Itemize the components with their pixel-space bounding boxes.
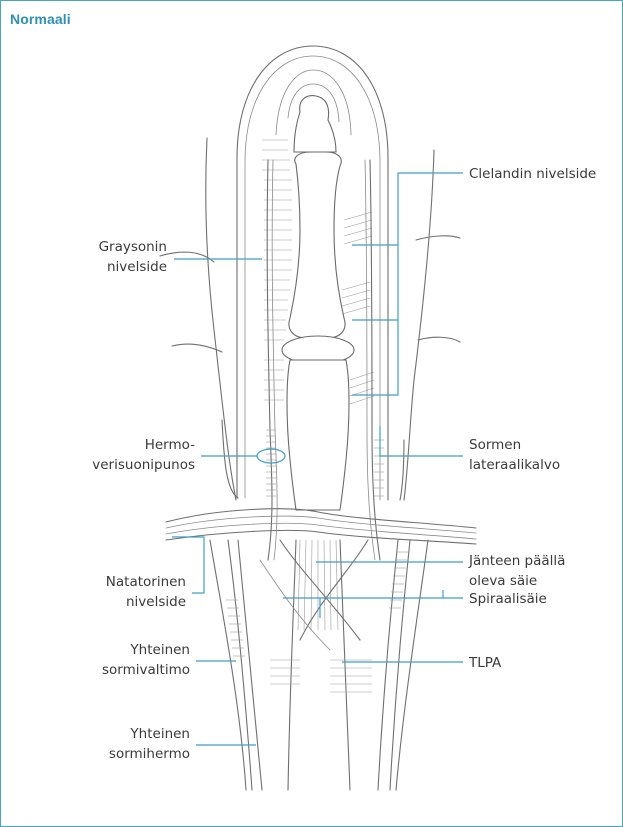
label-natatory-ligament-line2: nivelside [126,594,186,610]
label-pretendinous-band-line1: Jänteen päällä [468,553,565,569]
finger-illustration [160,46,476,790]
label-tlpa: TLPA [468,655,502,671]
label-grayson-ligament-line1: Graysonin [99,239,167,255]
label-common-digital-nerve-line1: Yhteinen [129,726,190,742]
label-grayson-ligament-line2: nivelside [107,259,167,275]
label-cleland-ligament: Clelandin nivelside [469,166,596,182]
label-neurovascular-bundle-line2: verisuonipunos [92,457,195,473]
label-natatory-ligament-line1: Natatorinen [106,574,186,590]
label-common-digital-artery-line1: Yhteinen [129,642,190,658]
label-neurovascular-bundle-line1: Hermo- [145,437,195,453]
label-pretendinous-band-line2: oleva säie [469,573,537,589]
label-lateral-digital-sheet-line1: Sormen [469,437,521,453]
label-spiral-band: Spiraalisäie [469,591,547,607]
label-common-digital-nerve-line2: sormihermo [109,746,190,762]
label-lateral-digital-sheet-line2: lateraalikalvo [469,457,560,473]
label-common-digital-artery-line2: sormivaltimo [102,662,190,678]
